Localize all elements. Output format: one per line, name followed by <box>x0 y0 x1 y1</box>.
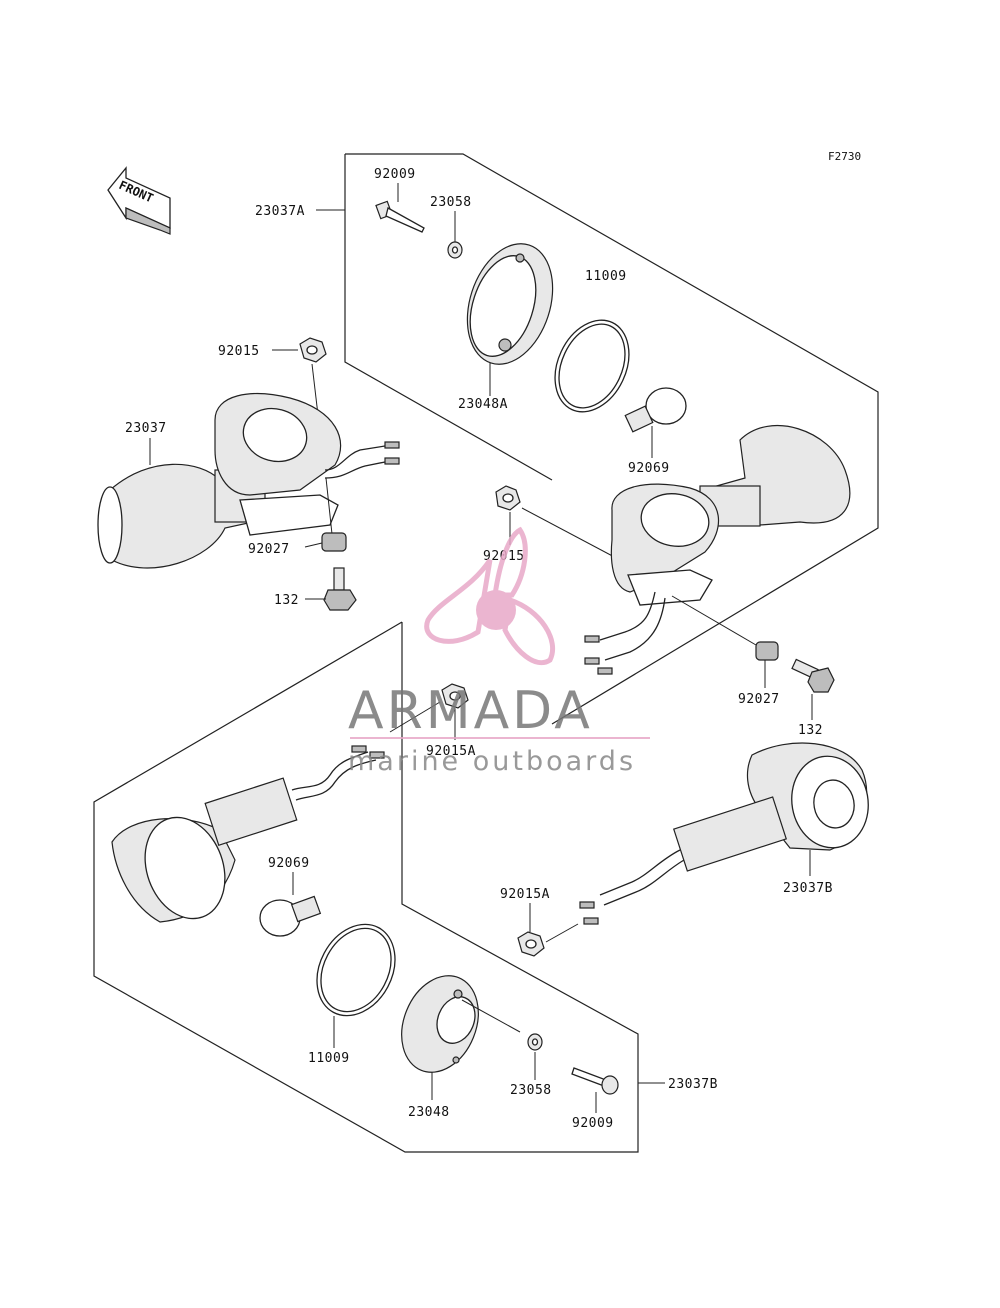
label-lower-lens: 23048 <box>408 1105 450 1120</box>
turn-signal-housing-lower-left-icon <box>111 745 385 923</box>
lens-cap-icon <box>466 243 554 365</box>
watermark-brand: ARMADA <box>348 681 593 741</box>
turn-signal-housing-left-icon <box>97 393 400 569</box>
gasket-ring-icon <box>554 319 630 413</box>
leader-upper-left-collar <box>304 542 323 548</box>
leader-upper-nut-to-housing <box>311 363 319 416</box>
screw-icon <box>571 1067 619 1095</box>
washer-icon <box>447 241 463 259</box>
nut-icon <box>299 337 327 363</box>
label-lower-right-nut: 92015A <box>500 887 550 902</box>
label-upper-screw: 92009 <box>374 167 416 182</box>
collar-icon <box>755 641 779 661</box>
turn-signal-housing-right-icon <box>584 425 851 675</box>
bolt-icon <box>791 658 835 693</box>
leader-right-collar-link <box>671 595 757 646</box>
screw-icon <box>375 200 425 233</box>
lower-assembly-frame <box>93 621 639 1153</box>
bulb-icon <box>624 387 687 433</box>
collar-icon <box>321 532 347 552</box>
label-upper-right-bolt: 132 <box>798 723 823 738</box>
front-arrow-icon: FRONT <box>107 166 171 235</box>
label-upper-left-bolt: 132 <box>274 593 299 608</box>
lens-cap-icon <box>401 975 479 1073</box>
gasket-ring-icon <box>316 923 396 1017</box>
washer-icon <box>527 1033 543 1051</box>
armada-watermark: ARMADA marine outboards <box>348 526 650 777</box>
upper-assembly-frame <box>345 153 879 725</box>
leader-upper-right-nut-housing <box>521 507 621 561</box>
label-mid-nut: 92015A <box>426 744 476 759</box>
label-upper-assembly: 23037A <box>255 204 305 219</box>
label-upper-lens: 23048A <box>458 397 508 412</box>
nut-icon <box>517 931 545 957</box>
figure-code: F2730 <box>828 150 861 163</box>
label-lower-screw: 92009 <box>572 1116 614 1131</box>
nut-icon <box>441 683 469 709</box>
leader-lower-lens-washer <box>461 999 521 1033</box>
leader-mid-nut-wire <box>389 701 441 733</box>
label-lower-assembly: 23037B <box>668 1077 718 1092</box>
bulb-icon <box>259 895 322 937</box>
label-upper-left-collar: 92027 <box>248 542 290 557</box>
turn-signal-housing-lower-right-icon <box>579 742 869 925</box>
label-upper-washer: 23058 <box>430 195 472 210</box>
label-upper-right-collar: 92027 <box>738 692 780 707</box>
propeller-logo-icon <box>424 526 556 666</box>
bolt-icon <box>323 567 357 611</box>
label-upper-nut: 92015 <box>218 344 260 359</box>
watermark-tagline: marine outboards <box>348 746 636 777</box>
label-lower-right-housing: 23037B <box>783 881 833 896</box>
label-lower-gasket: 11009 <box>308 1051 350 1066</box>
label-upper-gasket: 11009 <box>585 269 627 284</box>
label-lower-washer: 23058 <box>510 1083 552 1098</box>
label-lower-bulb: 92069 <box>268 856 310 871</box>
label-upper-left-housing: 23037 <box>125 421 167 436</box>
leader-lower-right-nut-wire <box>545 923 579 943</box>
leader-collar <box>325 477 333 535</box>
label-upper-right-bulb: 92069 <box>628 461 670 476</box>
upper-assembly-frame-left <box>344 154 553 481</box>
nut-icon <box>495 485 521 511</box>
